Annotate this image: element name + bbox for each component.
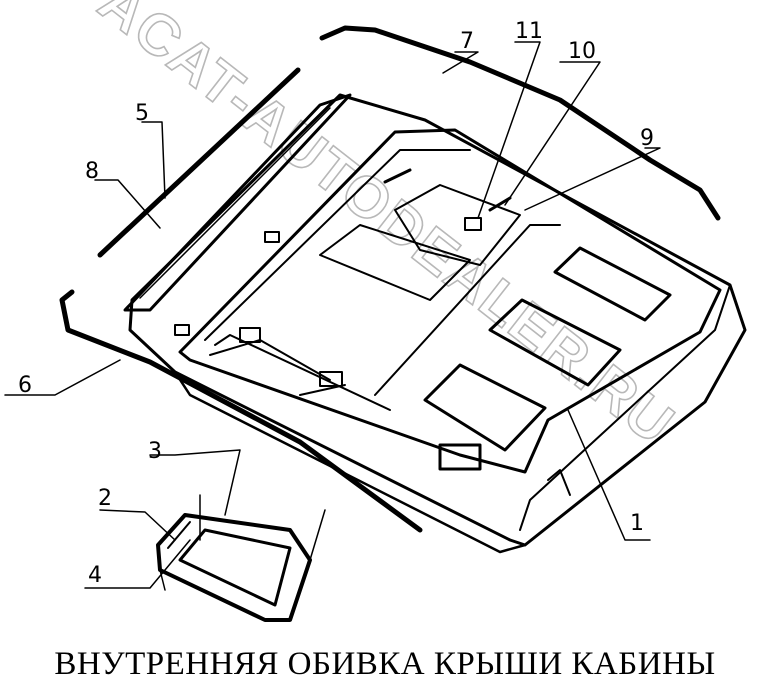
callout-4: 4	[88, 563, 102, 588]
inner-frame	[178, 128, 722, 474]
roof-pad-2	[488, 298, 622, 387]
diagram-title: ВНУТРЕННЯЯ ОБИВКА КРЫШИ КАБИНЫ	[54, 646, 716, 682]
visor-trough	[123, 93, 352, 312]
callout-3: 3	[148, 439, 162, 464]
watermark: ACAT-AUTODEALER.RU	[87, 0, 687, 458]
callout-10: 10	[568, 39, 596, 64]
callout-6: 6	[18, 373, 32, 398]
roof-pad-1	[553, 246, 672, 322]
callout-8: 8	[85, 159, 99, 184]
top-trim-strip	[319, 25, 721, 221]
callout-7: 7	[460, 29, 474, 54]
clip-11	[464, 217, 482, 231]
dome-lamp	[156, 513, 312, 622]
lower-trim-strip	[59, 289, 423, 533]
roof-liner-panel	[128, 93, 747, 547]
callout-9: 9	[640, 126, 654, 151]
left-trim-strip	[97, 67, 301, 258]
callout-1: 1	[630, 511, 644, 536]
callout-2: 2	[98, 486, 112, 511]
roof-pad-3	[423, 363, 547, 452]
roof-lamp-socket	[438, 443, 482, 471]
callout-11: 11	[515, 19, 543, 44]
roof-lining-diagram: ACAT-AUTODEALER.RU	[4, 0, 747, 622]
callout-5: 5	[135, 101, 149, 126]
